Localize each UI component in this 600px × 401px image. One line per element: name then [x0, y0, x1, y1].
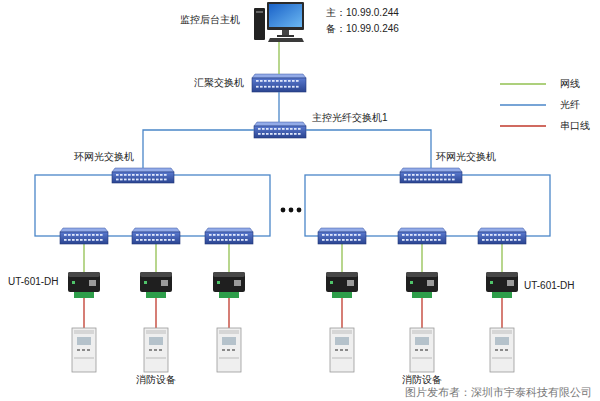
node-label: 主控光纤交换机1 — [312, 112, 388, 124]
ip-address: 备：10.99.0.246 — [326, 23, 399, 35]
ellipsis-dot — [297, 208, 302, 213]
legend-sample — [500, 83, 546, 85]
converter-icon — [406, 272, 438, 298]
computer-icon — [254, 2, 304, 42]
ellipsis-dot — [289, 208, 294, 213]
watermark: 图片发布者：深圳市宇泰科技有限公司 — [405, 386, 592, 399]
connector — [278, 92, 279, 122]
connector — [143, 130, 254, 168]
legend-label: 光纤 — [560, 99, 580, 111]
device-node: 消防设备 — [410, 328, 434, 372]
switch-icon — [478, 228, 526, 244]
network-cable — [228, 244, 229, 273]
serial-cable — [421, 297, 422, 329]
switch-node: 汇聚交换机 — [252, 74, 306, 92]
connector — [306, 130, 431, 168]
node-label: 环网光交换机 — [436, 151, 496, 163]
serial-cable — [228, 297, 229, 329]
switch-node: 环网光交换机 — [400, 168, 462, 183]
serial-cable — [341, 297, 342, 329]
network-cable — [83, 244, 84, 273]
converter-icon — [68, 272, 100, 298]
fire-device-icon — [144, 328, 168, 372]
serial-cable — [155, 297, 156, 329]
network-cable — [341, 244, 342, 273]
switch-node: 主控光纤交换机1 — [254, 122, 306, 138]
switch-icon — [252, 74, 306, 92]
network-cable — [421, 244, 422, 273]
converter-icon — [213, 272, 245, 298]
network-cable — [155, 244, 156, 273]
device-node: 消防设备 — [144, 328, 168, 372]
switch-icon — [398, 228, 446, 244]
node-label: 消防设备 — [136, 374, 176, 386]
fire-device-icon — [72, 328, 96, 372]
ellipsis-dot — [281, 208, 286, 213]
serial-cable — [83, 297, 84, 329]
converter-icon — [486, 272, 518, 298]
network-cable — [501, 244, 502, 273]
switch-icon — [112, 168, 174, 183]
host-node: 监控后台主机 — [254, 2, 304, 42]
node-label: 消防设备 — [402, 374, 442, 386]
converter-node: UT-601-DH — [68, 272, 100, 298]
switch-icon — [254, 122, 306, 138]
switch-icon — [400, 168, 462, 183]
serial-cable — [501, 297, 502, 329]
legend-sample — [500, 125, 546, 127]
converter-icon — [140, 272, 172, 298]
fiber-ring — [305, 175, 550, 236]
switch-icon — [205, 228, 253, 244]
legend-sample — [500, 104, 546, 106]
fire-device-icon — [490, 328, 514, 372]
converter-icon — [326, 272, 358, 298]
fire-device-icon — [410, 328, 434, 372]
legend-label: 串口线 — [560, 120, 590, 132]
connector — [278, 42, 279, 74]
fire-device-icon — [330, 328, 354, 372]
switch-icon — [132, 228, 180, 244]
node-label: UT-601-DH — [8, 276, 59, 288]
fiber-ring — [35, 175, 270, 236]
node-label: 监控后台主机 — [180, 14, 240, 26]
node-label: 汇聚交换机 — [194, 77, 244, 89]
legend-label: 网线 — [560, 78, 580, 90]
node-label: UT-601-DH — [524, 280, 575, 292]
switch-icon — [60, 228, 108, 244]
switch-icon — [318, 228, 366, 244]
converter-node: UT-601-DH — [486, 272, 518, 298]
switch-node: 环网光交换机 — [112, 168, 174, 183]
node-label: 环网光交换机 — [74, 151, 134, 163]
fire-device-icon — [217, 328, 241, 372]
ip-address: 主：10.99.0.244 — [326, 7, 399, 19]
